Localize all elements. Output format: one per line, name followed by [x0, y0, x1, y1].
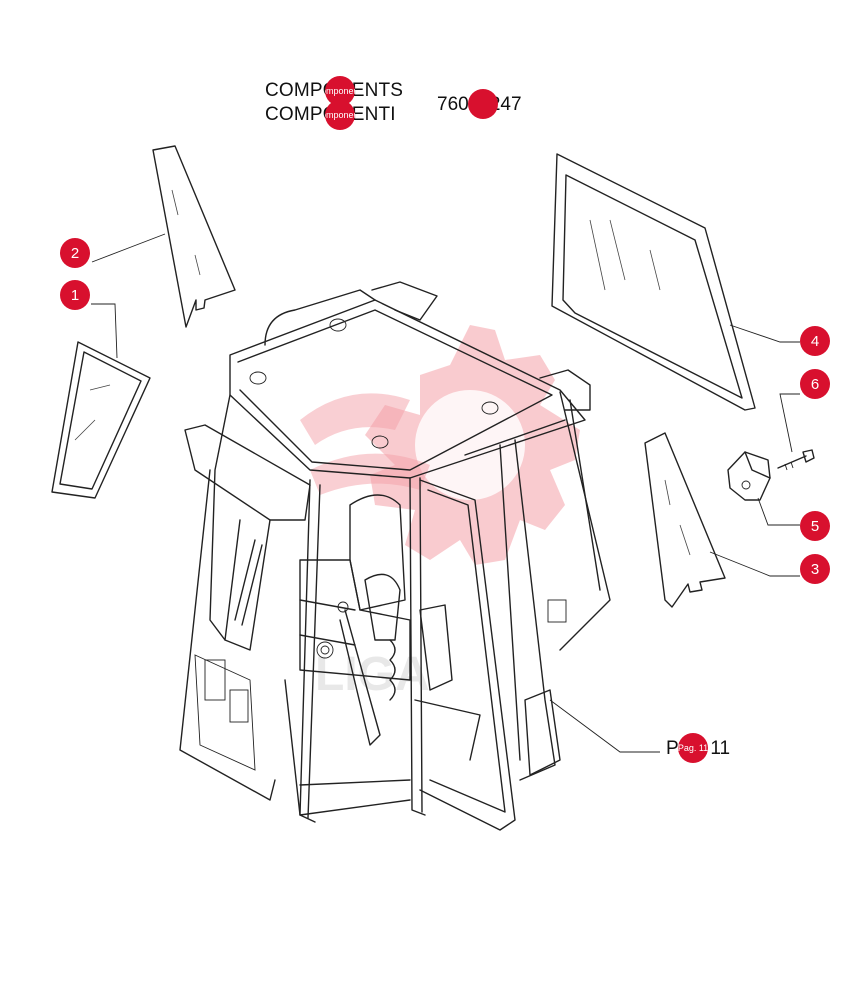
latch-part-5	[727, 451, 771, 501]
cab-frame	[179, 281, 611, 831]
components-hotspot-it[interactable]: Components	[325, 100, 355, 130]
glass-part-3	[644, 432, 726, 608]
callout-5[interactable]: 5	[800, 511, 830, 541]
glass-part-2	[152, 145, 236, 328]
page-reference-hotspot[interactable]: Pag. 11	[678, 733, 708, 763]
glass-part-1	[51, 341, 151, 499]
callout-6[interactable]: 6	[800, 369, 830, 399]
glass-part-4	[551, 153, 756, 411]
callout-2[interactable]: 2	[60, 238, 90, 268]
bolt-part-6	[777, 449, 815, 471]
callout-4[interactable]: 4	[800, 326, 830, 356]
callout-3[interactable]: 3	[800, 554, 830, 584]
part-code-hotspot[interactable]	[468, 89, 498, 119]
callout-1[interactable]: 1	[60, 280, 90, 310]
